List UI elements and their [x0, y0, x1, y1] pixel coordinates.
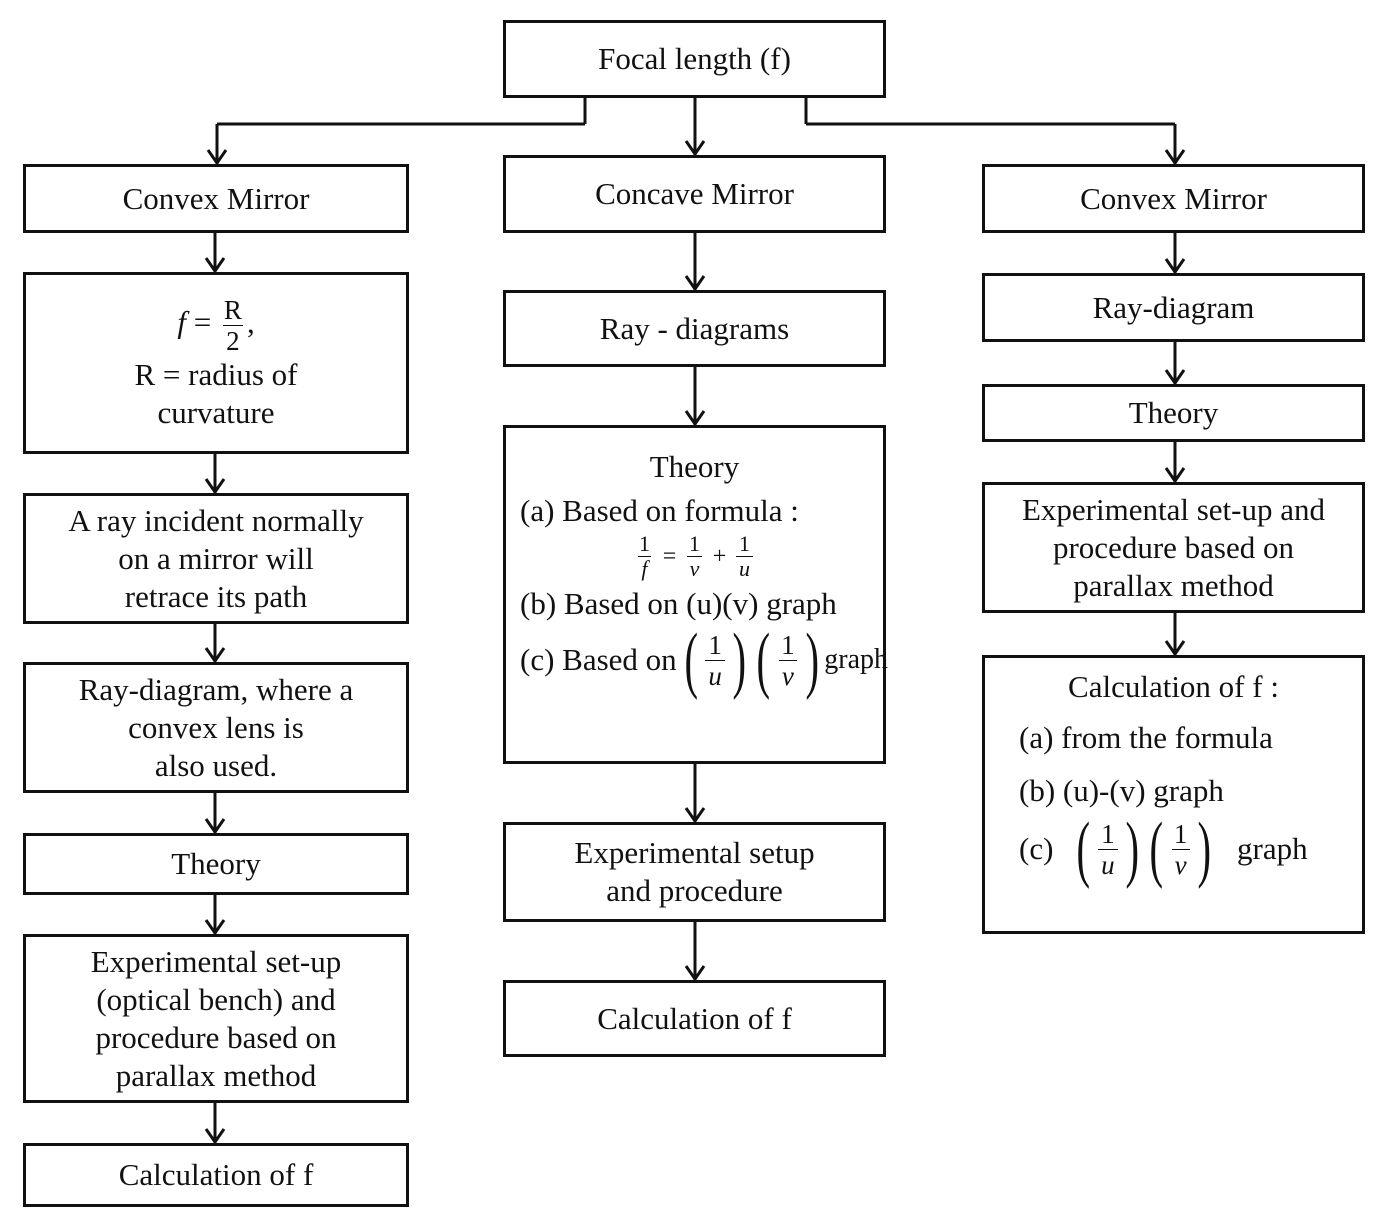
arrowhead-9 — [1164, 149, 1186, 166]
col2-formula-one-a: 1 — [638, 531, 650, 556]
col3-setup-2: procedure based on — [1052, 529, 1294, 565]
col2-c-one-b: 1 — [781, 629, 795, 660]
col1-calc-box: Calculation of f — [23, 1143, 409, 1207]
col3-calc-b: (b) (u)-(v) graph — [1019, 773, 1224, 808]
col3-theory: Theory — [1128, 395, 1219, 430]
col3-c-u: u — [1098, 848, 1118, 880]
col3-calc-box: Calculation of f : (a) from the formula … — [982, 655, 1365, 934]
col2-calc: Calculation of f — [597, 1000, 792, 1036]
arrowhead-17 — [204, 818, 226, 835]
col1-setup-2: (optical bench) and — [96, 981, 336, 1017]
col2-title-box: Concave Mirror — [503, 155, 886, 233]
col1-formula-den: 2 — [223, 324, 243, 356]
col2-formula-eq: = — [662, 543, 677, 570]
col1-setup-box: Experimental set-up (optical bench) and … — [23, 934, 409, 1103]
col1-title: Convex Mirror — [122, 180, 310, 216]
col2-c-u: u — [705, 659, 725, 691]
col2-theory-c-suffix: graph — [824, 644, 889, 675]
col2-theory-heading: Theory — [649, 449, 740, 484]
col1-raydiagram-box: Ray-diagram, where a convex lens is also… — [23, 662, 409, 793]
col3-setup-box: Experimental set-up and procedure based … — [982, 482, 1365, 613]
col2-theory-a: (a) Based on formula : — [520, 493, 799, 528]
col1-ray-text-2: on a mirror will — [118, 540, 314, 576]
arrowhead-19 — [204, 919, 226, 936]
col1-setup-1: Experimental set-up — [90, 943, 342, 979]
arrowhead-35 — [1164, 467, 1186, 484]
root-box: Focal length (f) — [503, 20, 886, 98]
arrowhead-23 — [684, 275, 706, 292]
arrowhead-25 — [684, 410, 706, 427]
arrowhead-27 — [684, 807, 706, 824]
col2-theory-c-prefix: (c) Based on — [520, 642, 677, 677]
col1-setup-4: parallax method — [115, 1057, 317, 1093]
col1-formula-trail: , — [246, 304, 255, 340]
arrowhead-15 — [204, 647, 226, 664]
col1-ray-text-1: A ray incident normally — [68, 502, 364, 538]
col3-title-box: Convex Mirror — [982, 164, 1365, 233]
arrowhead-13 — [204, 478, 226, 495]
col1-formula-note-2: curvature — [157, 394, 275, 430]
col2-formula-f: f — [638, 556, 651, 581]
arrowhead-31 — [1164, 258, 1186, 275]
col2-formula-one-c: 1 — [739, 531, 751, 556]
col3-calc-c-suffix: graph — [1237, 831, 1308, 866]
col1-formula: f = R 2 , — [177, 295, 254, 356]
col2-raydiagrams-box: Ray - diagrams — [503, 290, 886, 367]
col2-setup-1: Experimental setup — [574, 835, 815, 870]
col2-formula-one-b: 1 — [689, 531, 700, 556]
col1-setup-3: procedure based on — [95, 1019, 337, 1055]
col3-setup-3: parallax method — [1073, 567, 1274, 603]
col1-formula-lhs: f — [177, 304, 186, 340]
col2-c-one-a: 1 — [708, 629, 722, 660]
col2-setup-2: and procedure — [606, 873, 783, 908]
arrowhead-37 — [1164, 640, 1186, 657]
col1-formula-note-1: R = radius of — [134, 356, 298, 392]
col1-theory: Theory — [171, 846, 261, 881]
col2-c-v: v — [778, 659, 797, 691]
col1-formula-num: R — [223, 294, 242, 325]
col3-title: Convex Mirror — [1080, 180, 1267, 216]
col2-setup-box: Experimental setup and procedure — [503, 822, 886, 922]
col2-theory-b: (b) Based on (u)(v) graph — [520, 586, 837, 621]
col3-raydiagram: Ray-diagram — [1092, 289, 1255, 325]
arrowhead-21 — [204, 1128, 226, 1145]
col3-calc-heading: Calculation of f : — [1068, 669, 1279, 704]
arrowhead-11 — [204, 257, 226, 274]
col3-theory-box: Theory — [982, 384, 1365, 442]
arrowhead-3 — [206, 149, 228, 166]
col2-raydiagrams: Ray - diagrams — [599, 310, 790, 346]
col1-title-box: Convex Mirror — [23, 164, 409, 233]
col3-calc-a: (a) from the formula — [1019, 720, 1273, 755]
col3-c-one-b: 1 — [1173, 818, 1188, 849]
col1-theory-box: Theory — [23, 833, 409, 895]
arrowhead-5 — [684, 140, 706, 157]
col1-ray-text-box: A ray incident normally on a mirror will… — [23, 493, 409, 624]
col1-formula-eq: = — [193, 304, 212, 340]
col2-formula-u: u — [736, 556, 754, 581]
col1-formula-box: f = R 2 , R = radius of curvature — [23, 272, 409, 454]
col2-formula-v: v — [686, 556, 703, 581]
arrowhead-33 — [1164, 369, 1186, 386]
col1-raydiagram-1: Ray-diagram, where a — [78, 671, 354, 707]
col2-calc-box: Calculation of f — [503, 980, 886, 1057]
col1-ray-text-3: retrace its path — [124, 578, 308, 614]
col1-raydiagram-3: also used. — [154, 747, 278, 783]
col2-formula-plus: + — [712, 543, 727, 570]
col1-raydiagram-2: convex lens is — [128, 709, 304, 745]
col2-title: Concave Mirror — [595, 176, 794, 211]
col3-c-v: v — [1171, 848, 1190, 880]
col3-calc-c-prefix: (c) — [1019, 831, 1054, 866]
arrowhead-29 — [684, 965, 706, 982]
root-label: Focal length (f) — [598, 41, 791, 76]
col3-c-one-a: 1 — [1101, 818, 1115, 849]
col3-raydiagram-box: Ray-diagram — [982, 273, 1365, 342]
col3-setup-1: Experimental set-up and — [1021, 491, 1325, 527]
col1-calc: Calculation of f — [118, 1157, 314, 1192]
